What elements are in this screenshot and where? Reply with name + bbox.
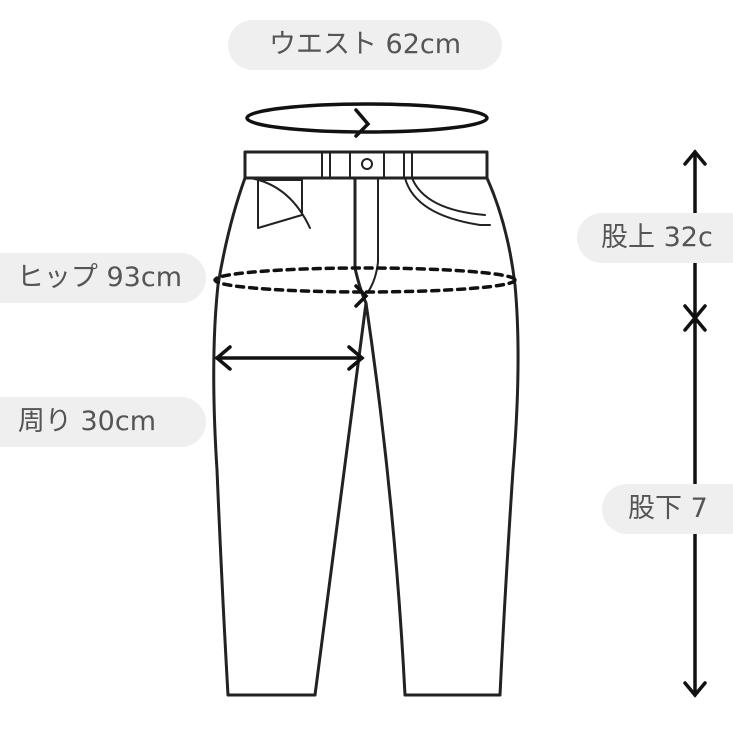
thigh-label: 周り 30cm [0, 397, 206, 447]
fly-stitch [367, 177, 379, 293]
right-pocket-stitch [411, 177, 486, 216]
arrowhead [354, 284, 369, 308]
coin-pocket [257, 179, 303, 229]
arrowhead [683, 315, 707, 698]
button-tab [349, 151, 385, 179]
button [361, 158, 373, 170]
arrowhead [214, 345, 365, 371]
inseam-label: 股下 7 [602, 484, 733, 534]
fly [353, 176, 368, 305]
arrowhead [354, 108, 371, 138]
waist-measure [245, 102, 489, 134]
belt-loop [403, 151, 413, 179]
pants-outline [212, 150, 520, 697]
right-pocket [404, 177, 491, 226]
waist-label: ウエスト 62cm [228, 20, 502, 70]
belt-loop [321, 151, 331, 179]
rise-label: 股上 32c [577, 213, 733, 263]
hip-measure [213, 266, 517, 294]
hip-label: ヒップ 93cm [0, 253, 206, 303]
